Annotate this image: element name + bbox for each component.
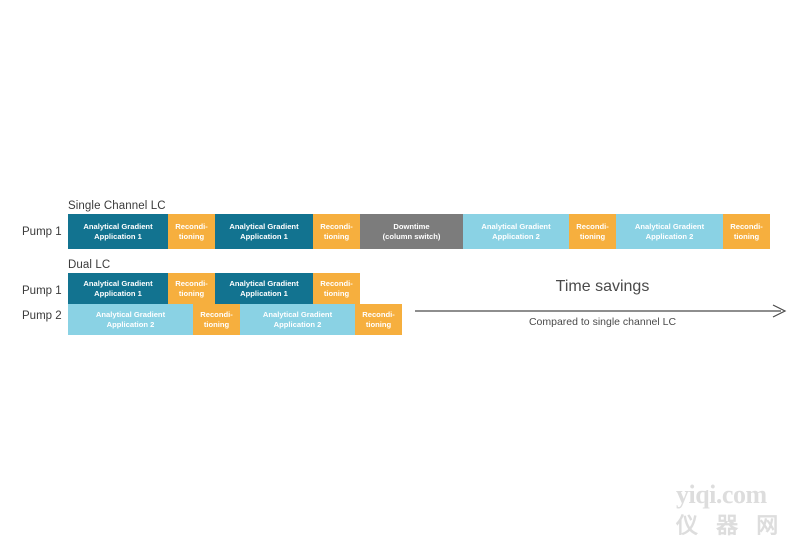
timeline-block-recon: Recondi-tioning	[355, 304, 402, 335]
timeline-block-line1: Analytical Gradient	[262, 309, 333, 319]
timeline-block-line1: Recondi-	[175, 278, 208, 288]
pump-label-single-pump1: Pump 1	[22, 226, 62, 238]
dual-lc-section-title: Dual LC	[68, 259, 111, 271]
time-savings-title: Time savings	[555, 278, 650, 295]
time-savings-annotation: Time savings Compared to single channel …	[415, 278, 790, 330]
watermark: yiqi.com 仪 器 网	[670, 476, 810, 538]
timeline-block-line2: tioning	[323, 231, 350, 241]
pump-label-dual-pump2: Pump 2	[22, 310, 62, 322]
timeline-block-recon: Recondi-tioning	[569, 214, 616, 249]
timeline-block-line2: tioning	[733, 231, 760, 241]
timeline-block-line1: Recondi-	[576, 221, 609, 231]
time-savings-subtitle: Compared to single channel LC	[528, 316, 677, 328]
time-savings-arrow-icon	[415, 304, 787, 318]
pump-label-dual-pump1: Pump 1	[22, 285, 62, 297]
timeline-block-line1: Analytical Gradient	[481, 221, 551, 231]
single-channel-section-title: Single Channel LC	[68, 200, 166, 212]
timeline-block-line1: Analytical Gradient	[83, 278, 153, 288]
timeline-block-line1: Recondi-	[200, 309, 233, 319]
timeline-block-line2: tioning	[579, 231, 606, 241]
timeline-block-line1: Recondi-	[320, 221, 353, 231]
watermark-chinese-text: 仪 器 网	[676, 513, 785, 538]
timeline-block-line2: tioning	[203, 319, 230, 329]
timeline-block-line1: Recondi-	[175, 221, 208, 231]
timeline-block-line1: Recondi-	[320, 278, 353, 288]
timeline-block-line2: (column switch)	[382, 231, 441, 241]
timeline-block-recon: Recondi-tioning	[723, 214, 770, 249]
timeline-block-line1: Analytical Gradient	[229, 221, 299, 231]
timeline-block-line2: tioning	[365, 319, 392, 329]
timeline-block-line1: Recondi-	[730, 221, 763, 231]
timeline-block-line2: Application 2	[492, 231, 540, 241]
timeline-block-line2: tioning	[178, 288, 205, 298]
timeline-block-recon: Recondi-tioning	[193, 304, 240, 335]
timeline-block-line2: Application 1	[94, 288, 142, 298]
timeline-block-recon: Recondi-tioning	[313, 273, 360, 304]
timeline-block-line2: Application 1	[240, 288, 288, 298]
timeline-block-recon: Recondi-tioning	[168, 214, 215, 249]
timeline-block-line1: Analytical Gradient	[95, 309, 166, 319]
timeline-block-line2: tioning	[323, 288, 350, 298]
timeline-block-line2: Application 1	[94, 231, 142, 241]
timeline-block-recon: Recondi-tioning	[313, 214, 360, 249]
timeline-block-recon: Recondi-tioning	[168, 273, 215, 304]
timeline-block-downtime: Downtime(column switch)	[360, 214, 463, 249]
timeline-block-line1: Analytical Gradient	[83, 221, 153, 231]
timeline-block-line2: Application 2	[106, 319, 155, 329]
watermark-domain-text: yiqi.com	[676, 480, 767, 509]
timeline-block-line2: Application 2	[645, 231, 694, 241]
timeline-block-line1: Analytical Gradient	[229, 278, 299, 288]
timeline-block-line2: Application 1	[240, 231, 288, 241]
timeline-block-line1: Analytical Gradient	[634, 221, 705, 231]
timeline-block-line1: Downtime	[393, 221, 430, 231]
timeline-block-line2: Application 2	[273, 319, 322, 329]
timeline-block-line1: Recondi-	[362, 309, 395, 319]
timeline-block-line2: tioning	[178, 231, 205, 241]
